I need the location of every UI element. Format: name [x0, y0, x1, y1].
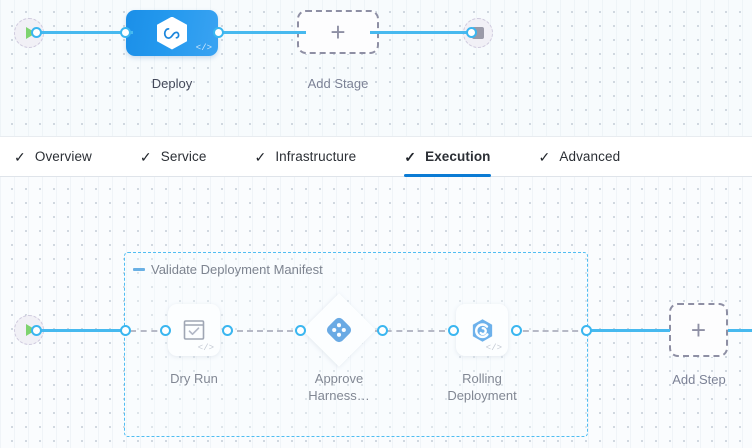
code-badge-icon: </> — [195, 43, 212, 53]
add-stage-label: Add Stage — [307, 76, 369, 91]
stage-label-deploy: Deploy — [151, 76, 193, 91]
tab-infrastructure[interactable]: ✓ Infrastructure — [254, 137, 374, 176]
step-label-dry-run: Dry Run — [170, 371, 218, 386]
edge-addstage-to-end — [370, 31, 472, 34]
step-label-rolling-deployment: Rolling Deployment — [447, 371, 517, 403]
execution-start-node[interactable] — [14, 315, 44, 345]
check-icon: ✓ — [538, 148, 551, 165]
approve-input-port[interactable] — [295, 325, 306, 336]
stage-config-tabs[interactable]: ✓ Overview ✓ Service ✓ Infrastructure ✓ … — [0, 136, 752, 177]
harness-approval-diamond-icon — [326, 317, 352, 343]
check-icon: ✓ — [404, 148, 417, 165]
pipeline-stage-canvas[interactable]: </> Deploy + Add Stage — [0, 0, 752, 136]
step-node-dry-run[interactable]: </> — [168, 304, 220, 356]
edge-dryrun-to-approve — [227, 330, 303, 332]
edge-rolling-to-groupend — [513, 330, 588, 332]
add-step-node[interactable]: + — [669, 303, 728, 357]
end-node-port[interactable] — [466, 27, 477, 38]
tab-service[interactable]: ✓ Service — [140, 137, 225, 176]
deploy-input-port[interactable] — [120, 27, 131, 38]
tab-label-execution: Execution — [425, 149, 491, 164]
edge-group-to-addstep — [586, 329, 670, 332]
edge-approve-to-rolling — [375, 330, 445, 332]
deploy-stage-box[interactable]: </> — [126, 10, 218, 56]
step-group-header[interactable]: Validate Deployment Manifest — [133, 262, 323, 277]
plus-icon: + — [690, 315, 707, 345]
play-icon — [25, 27, 36, 39]
add-stage-box[interactable]: + — [297, 10, 379, 54]
plus-icon: + — [330, 17, 346, 47]
rolling-input-port[interactable] — [448, 325, 459, 336]
step-node-rolling-deployment[interactable]: </> — [456, 304, 508, 356]
add-step-label: Add Step — [672, 372, 726, 387]
execution-start-port[interactable] — [31, 325, 42, 336]
rolling-output-port[interactable] — [511, 325, 522, 336]
dryrun-input-port[interactable] — [160, 325, 171, 336]
dry-run-card[interactable]: </> — [168, 304, 220, 356]
edge-start-to-deploy — [33, 31, 133, 34]
add-stage-node[interactable]: + — [297, 10, 379, 54]
tab-label-infrastructure: Infrastructure — [275, 149, 357, 164]
tab-label-advanced: Advanced — [559, 149, 621, 164]
tab-execution[interactable]: ✓ Execution — [404, 137, 508, 177]
start-node-circle — [14, 315, 44, 345]
edge-deploy-to-addstage — [218, 31, 306, 34]
tab-advanced[interactable]: ✓ Advanced — [539, 137, 639, 176]
step-group-validate-deployment-manifest[interactable] — [124, 252, 588, 437]
group-input-port[interactable] — [120, 325, 131, 336]
edge-group-to-dryrun — [130, 330, 168, 332]
code-badge-icon: </> — [485, 343, 502, 353]
start-node-port[interactable] — [31, 27, 42, 38]
play-icon — [25, 324, 36, 336]
check-icon: ✓ — [14, 148, 26, 165]
check-icon: ✓ — [139, 148, 152, 165]
tab-label-service: Service — [160, 149, 207, 164]
approve-harness-diamond[interactable] — [302, 293, 376, 367]
check-icon: ✓ — [254, 148, 267, 165]
approve-output-port[interactable] — [377, 325, 388, 336]
execution-step-canvas[interactable]: Validate Deployment Manifest — [0, 177, 752, 448]
deploy-output-port[interactable] — [213, 27, 224, 38]
edge-start-to-group — [33, 329, 128, 332]
harness-infinity-hexagon-icon — [157, 16, 187, 50]
stage-node-deploy[interactable]: </> — [126, 10, 218, 56]
dryrun-output-port[interactable] — [222, 325, 233, 336]
edge-addstep-trailing — [728, 329, 752, 332]
rolling-deployment-card[interactable]: </> — [456, 304, 508, 356]
step-group-label: Validate Deployment Manifest — [151, 262, 323, 277]
add-step-box[interactable]: + — [669, 303, 728, 357]
step-node-approve-harness[interactable] — [302, 293, 376, 367]
checklist-box-icon — [183, 320, 205, 340]
group-output-port[interactable] — [581, 325, 592, 336]
rolling-deployment-icon — [472, 318, 492, 342]
minus-icon[interactable] — [133, 268, 145, 271]
code-badge-icon: </> — [197, 343, 214, 353]
step-label-approve-harness: Approve Harness… — [308, 371, 370, 403]
tab-overview[interactable]: ✓ Overview — [14, 137, 110, 176]
tab-label-overview: Overview — [34, 149, 92, 164]
